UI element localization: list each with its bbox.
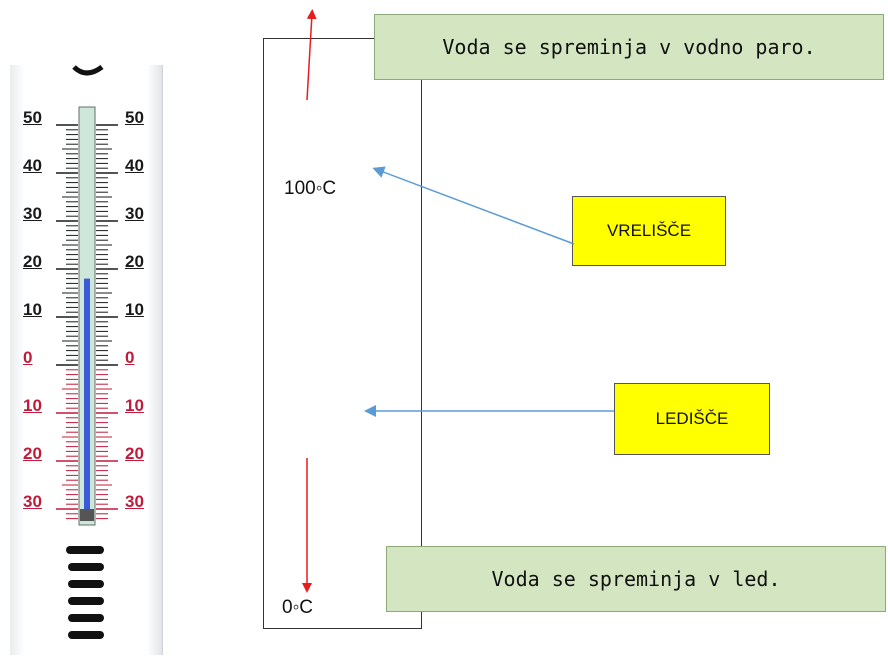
scale-label-left: 50 bbox=[23, 108, 42, 127]
grip-slot bbox=[68, 597, 104, 605]
thermometer-ticks bbox=[56, 124, 118, 520]
scale-label-left: 10 bbox=[23, 396, 42, 415]
scale-label-right: 30 bbox=[125, 204, 144, 223]
thermometer-graphic bbox=[56, 65, 118, 639]
boiling-point-label: 100◦C bbox=[284, 178, 337, 199]
scale-label-right: 40 bbox=[125, 156, 144, 175]
thermometer: 50 50 40 40 30 30 20 20 10 10 0 0 10 10 20 20 30 30 bbox=[10, 65, 163, 655]
thermometer-liquid bbox=[84, 278, 90, 519]
scale-label-right: 0 bbox=[125, 348, 135, 367]
scale-label-right: 30 bbox=[125, 492, 144, 511]
freezing-text: Voda se spreminja v led. bbox=[491, 567, 781, 591]
scale-label-right: 10 bbox=[125, 396, 144, 415]
scale-label-left: 40 bbox=[23, 156, 42, 175]
freezing-box: Voda se spreminja v led. bbox=[386, 546, 886, 612]
grip-slot bbox=[68, 614, 104, 622]
evaporation-box: Voda se spreminja v vodno paro. bbox=[374, 14, 884, 80]
freezing-tag-text: LEDIŠČE bbox=[655, 409, 729, 428]
evaporation-text: Voda se spreminja v vodno paro. bbox=[442, 35, 816, 59]
scale-label-left: 0 bbox=[23, 348, 33, 367]
grip-slot bbox=[68, 631, 104, 639]
scale-label-left: 30 bbox=[23, 204, 42, 223]
scale-label-right: 10 bbox=[125, 300, 144, 319]
arrow-to-boiling-icon bbox=[372, 166, 575, 245]
scale-label-left: 20 bbox=[23, 252, 42, 271]
grip-slot bbox=[68, 563, 104, 571]
arrow-up-icon bbox=[306, 9, 317, 101]
boiling-tag: VRELIŠČE bbox=[572, 196, 726, 266]
scale-label-left: 30 bbox=[23, 492, 42, 511]
grip-slot bbox=[68, 580, 104, 588]
freezing-point-label: 0◦C bbox=[282, 597, 314, 618]
scale-label-left: 20 bbox=[23, 444, 42, 463]
grip-slot bbox=[66, 546, 104, 554]
scale-label-right: 20 bbox=[125, 444, 144, 463]
hanging-hole-icon bbox=[72, 65, 104, 76]
scale-label-left: 10 bbox=[23, 300, 42, 319]
temperature-box bbox=[263, 38, 422, 629]
thermometer-bulb bbox=[80, 509, 94, 521]
scale-label-right: 50 bbox=[125, 108, 144, 127]
freezing-tag: LEDIŠČE bbox=[614, 383, 770, 455]
boiling-tag-text: VRELIŠČE bbox=[606, 221, 692, 240]
scale-label-right: 20 bbox=[125, 252, 144, 271]
